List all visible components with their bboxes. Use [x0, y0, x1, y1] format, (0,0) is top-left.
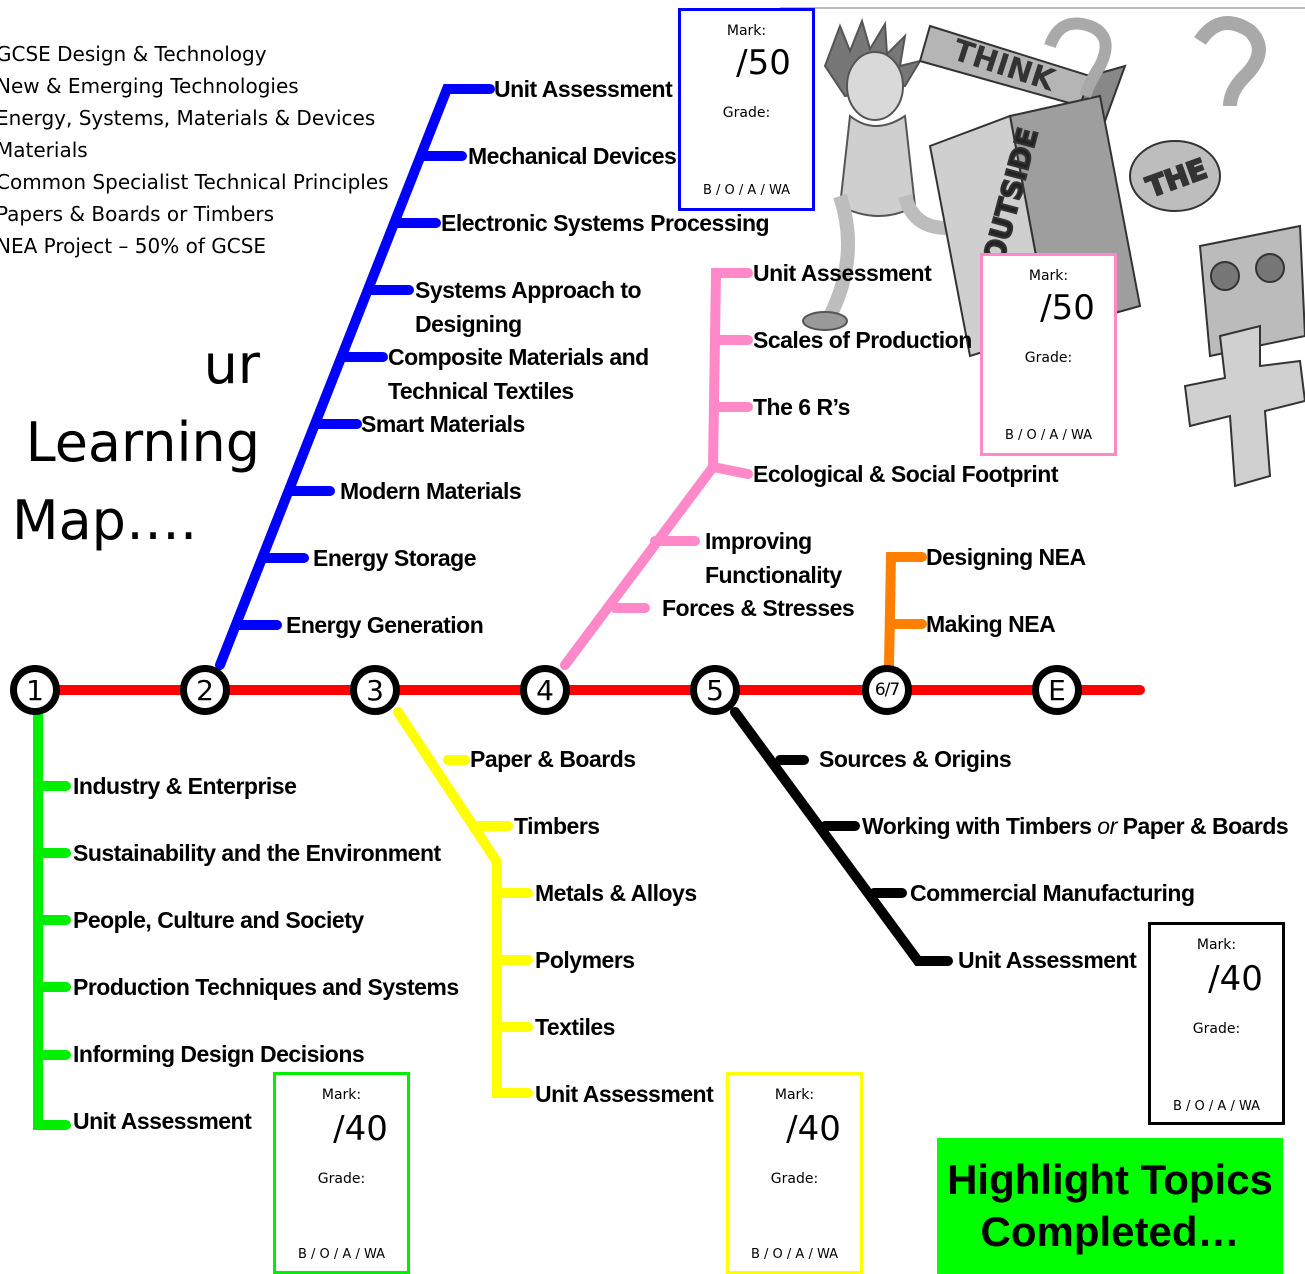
topic-industry-enterprise[interactable]: Industry & Enterprise	[73, 773, 297, 799]
grade-options: B / O / A / WA	[297, 1247, 385, 1262]
mark-label: Mark:	[726, 23, 767, 39]
topic-production-techniques[interactable]: Production Techniques and Systems	[73, 974, 459, 1000]
green-branch	[33, 707, 71, 1130]
mark-score: /50	[736, 43, 791, 83]
mark-score: /40	[1208, 959, 1263, 999]
topic-energy-storage[interactable]: Energy Storage	[313, 545, 477, 571]
mark-score: /40	[333, 1109, 388, 1149]
mark-score: /40	[786, 1109, 841, 1149]
grade-label: Grade:	[722, 105, 771, 121]
highlight-line-2: Completed…	[980, 1208, 1240, 1255]
mark-label: Mark:	[774, 1087, 815, 1103]
topic-composite-materials[interactable]: Composite Materials and Technical Textil…	[388, 344, 649, 404]
topic-sustainability-environment[interactable]: Sustainability and the Environment	[73, 840, 441, 866]
topic-systems-approach[interactable]: Systems Approach to Designing	[415, 277, 642, 337]
mark-score: /50	[1040, 288, 1095, 328]
topic-modern-materials[interactable]: Modern Materials	[340, 478, 522, 504]
grade-label: Grade:	[1192, 1021, 1241, 1037]
topic-green-unit-assessment[interactable]: Unit Assessment	[73, 1108, 252, 1134]
mark-box-black: Mark: /40 Grade: B / O / A / WA	[1148, 922, 1285, 1125]
yellow-branch	[393, 707, 533, 1098]
topic-metals-alloys[interactable]: Metals & Alloys	[535, 880, 697, 906]
grade-options: B / O / A / WA	[1004, 428, 1092, 443]
topic-the-6-rs[interactable]: The 6 R’s	[753, 394, 850, 420]
overview-item: New & Emerging Technologies	[0, 74, 299, 98]
highlight-line-1: Highlight Topics	[947, 1156, 1273, 1203]
grade-label: Grade:	[1024, 350, 1073, 366]
topic-sources-origins[interactable]: Sources & Origins	[819, 746, 1012, 772]
station-end[interactable]: E	[1032, 665, 1082, 715]
mark-box-green: Mark: /40 Grade: B / O / A / WA	[273, 1072, 410, 1274]
topic-polymers[interactable]: Polymers	[535, 947, 635, 973]
think-outside-the-box-drawing: THINK OUTSIDE THE	[780, 6, 1305, 506]
mark-box-pink: Mark: /50 Grade: B / O / A / WA	[980, 253, 1117, 456]
pink-branch	[560, 268, 753, 670]
topic-textiles[interactable]: Textiles	[535, 1014, 615, 1040]
mark-label: Mark:	[1028, 268, 1069, 284]
station-1[interactable]: 1	[10, 665, 60, 715]
title-line-1: ur Learning	[25, 333, 260, 474]
highlight-topics-banner: Highlight Topics Completed…	[937, 1138, 1283, 1274]
grade-options: B / O / A / WA	[750, 1247, 838, 1262]
mark-box-blue: Mark: /50 Grade: B / O / A / WA	[678, 8, 815, 211]
topic-black-unit-assessment[interactable]: Unit Assessment	[958, 947, 1137, 973]
course-overview-list: GCSE Design & Technology New & Emerging …	[0, 38, 389, 262]
grade-options: B / O / A / WA	[1172, 1099, 1260, 1114]
topic-paper-boards[interactable]: Paper & Boards	[470, 746, 636, 772]
working-text-or: or	[1097, 813, 1117, 839]
topic-smart-materials[interactable]: Smart Materials	[361, 411, 525, 437]
topic-pink-unit-assessment[interactable]: Unit Assessment	[753, 260, 932, 286]
title-line-2: Map….	[12, 489, 198, 552]
topic-forces-stresses[interactable]: Forces & Stresses	[662, 595, 855, 621]
page-title: ur Learning Map….	[0, 326, 260, 560]
topic-yellow-unit-assessment[interactable]: Unit Assessment	[535, 1081, 714, 1107]
grade-label: Grade:	[317, 1171, 366, 1187]
topic-people-culture-society[interactable]: People, Culture and Society	[73, 907, 364, 933]
topic-designing-nea[interactable]: Designing NEA	[926, 544, 1086, 570]
station-5[interactable]: 5	[690, 665, 740, 715]
topic-working-with-timbers[interactable]: Working with Timbers or Paper & Boards	[862, 809, 1289, 843]
topic-mechanical-devices[interactable]: Mechanical Devices	[468, 143, 677, 169]
topic-energy-generation[interactable]: Energy Generation	[286, 612, 484, 638]
topic-informing-design-decisions[interactable]: Informing Design Decisions	[73, 1041, 365, 1067]
orange-branch	[884, 552, 927, 670]
overview-item: Materials	[0, 138, 88, 162]
overview-item: Common Specialist Technical Principles	[0, 170, 389, 194]
station-4[interactable]: 4	[520, 665, 570, 715]
grade-label: Grade:	[770, 1171, 819, 1187]
station-2[interactable]: 2	[180, 665, 230, 715]
topic-scales-of-production[interactable]: Scales of Production	[753, 327, 972, 353]
black-branch	[730, 707, 953, 966]
mark-box-yellow: Mark: /40 Grade: B / O / A / WA	[726, 1072, 863, 1274]
topic-electronic-systems-processing[interactable]: Electronic Systems Processing	[441, 210, 770, 236]
topic-commercial-manufacturing[interactable]: Commercial Manufacturing	[910, 880, 1195, 906]
overview-item: NEA Project – 50% of GCSE	[0, 234, 267, 258]
topic-blue-unit-assessment[interactable]: Unit Assessment	[494, 76, 673, 102]
topic-ecological-social-footprint[interactable]: Ecological & Social Footprint	[753, 461, 1058, 487]
station-6-7[interactable]: 6/7	[862, 665, 912, 715]
mark-label: Mark:	[321, 1087, 362, 1103]
overview-item: Energy, Systems, Materials & Devices	[0, 106, 376, 130]
topic-timbers[interactable]: Timbers	[514, 813, 600, 839]
working-text-b: Paper & Boards	[1116, 813, 1289, 839]
topic-making-nea[interactable]: Making NEA	[926, 611, 1056, 637]
blue-branch	[215, 84, 495, 670]
working-text-a: Working with Timbers	[862, 813, 1098, 839]
overview-item: Papers & Boards or Timbers	[0, 202, 275, 226]
grade-options: B / O / A / WA	[702, 183, 790, 198]
mark-label: Mark:	[1196, 937, 1237, 953]
topic-improving-functionality[interactable]: Improving Functionality	[705, 528, 842, 588]
station-3[interactable]: 3	[350, 665, 400, 715]
overview-item: GCSE Design & Technology	[0, 42, 267, 66]
